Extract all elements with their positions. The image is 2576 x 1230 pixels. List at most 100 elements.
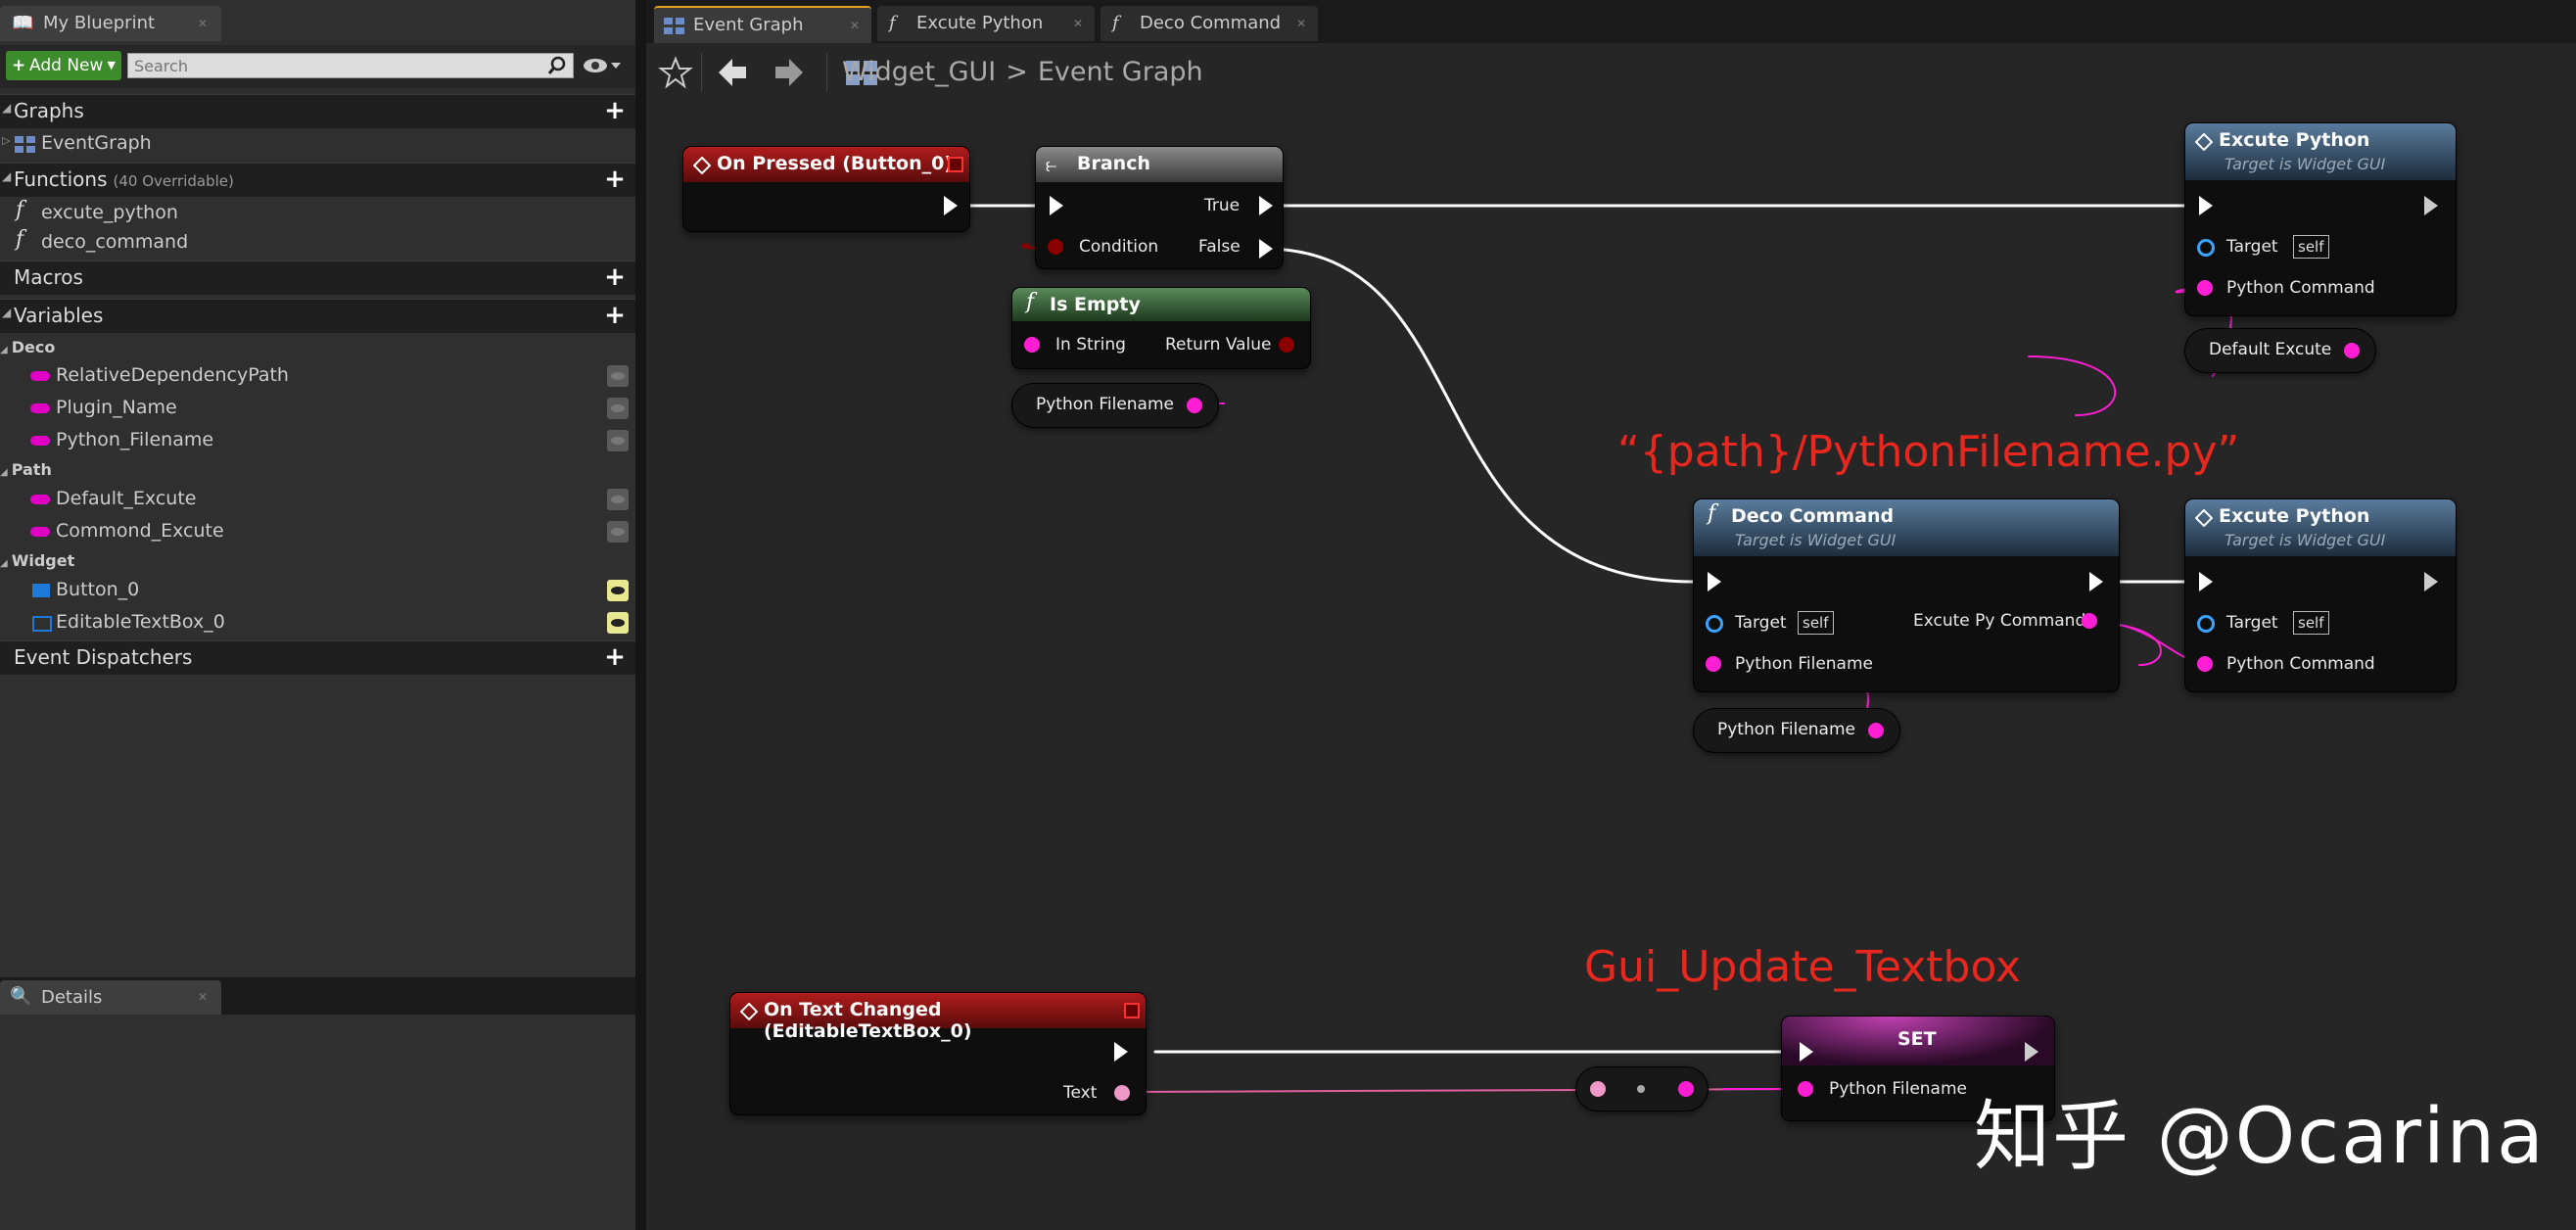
close-icon[interactable]: ✕ bbox=[1295, 17, 1306, 30]
my-blueprint-tab[interactable]: 📖 My Blueprint ✕ bbox=[0, 6, 221, 41]
eye-visibility-icon[interactable] bbox=[607, 521, 629, 543]
output-pin[interactable] bbox=[1187, 398, 1202, 413]
output-pin[interactable] bbox=[1868, 723, 1884, 738]
is-empty-node[interactable]: f Is Empty In String Return Value bbox=[1012, 288, 1310, 368]
add-graph-button[interactable]: + bbox=[604, 96, 626, 125]
category-macros[interactable]: Macros + bbox=[0, 260, 635, 295]
category-event-dispatchers[interactable]: Event Dispatchers + bbox=[0, 640, 635, 675]
category-graphs[interactable]: ◢ Graphs + bbox=[0, 94, 635, 128]
list-item-variable[interactable]: Default_Excute bbox=[0, 484, 635, 515]
plus-icon: + bbox=[12, 56, 26, 75]
string-type-icon bbox=[30, 403, 50, 413]
list-item-function[interactable]: f deco_command bbox=[0, 227, 635, 259]
eye-visibility-icon[interactable] bbox=[607, 365, 629, 387]
output-pin[interactable] bbox=[2344, 343, 2360, 358]
list-item-eventgraph[interactable]: ▷ EventGraph bbox=[0, 128, 635, 160]
exec-in-pin[interactable] bbox=[1050, 196, 1063, 215]
node-header bbox=[1694, 499, 2119, 556]
collapse-arrow-icon: ◢ bbox=[0, 558, 8, 569]
conversion-node[interactable] bbox=[1576, 1067, 1708, 1111]
close-icon[interactable]: ✕ bbox=[849, 19, 860, 32]
eye-visibility-icon[interactable] bbox=[607, 612, 629, 634]
tab-event-graph[interactable]: Event Graph ✕ bbox=[654, 6, 871, 43]
excute-python-node[interactable]: Excute Python Target is Widget GUI Targe… bbox=[2185, 499, 2456, 691]
excute-python-node[interactable]: Excute Python Target is Widget GUI Targe… bbox=[2185, 123, 2456, 315]
back-arrow-icon[interactable] bbox=[715, 55, 750, 90]
on-pressed-event-node[interactable]: On Pressed (Button_0) bbox=[683, 147, 969, 231]
exec-out-pin[interactable] bbox=[2424, 196, 2438, 215]
list-item-variable[interactable]: Commond_Excute bbox=[0, 516, 635, 547]
chevron-down-icon: ▼ bbox=[107, 59, 116, 71]
exec-out-pin[interactable] bbox=[2424, 572, 2438, 591]
eye-visibility-icon[interactable] bbox=[607, 398, 629, 419]
excute-py-command-pin[interactable] bbox=[2082, 613, 2097, 629]
condition-pin[interactable] bbox=[1048, 239, 1063, 255]
add-dispatcher-button[interactable]: + bbox=[604, 642, 626, 672]
forward-arrow-icon[interactable] bbox=[772, 55, 807, 90]
event-graph-canvas[interactable]: On Pressed (Button_0) ⥼ Branch True Cond… bbox=[646, 102, 2576, 1230]
search-icon[interactable] bbox=[546, 55, 568, 76]
details-tab[interactable]: 🔍 Details ✕ bbox=[0, 980, 221, 1015]
add-new-button[interactable]: + Add New ▼ bbox=[6, 51, 121, 80]
in-string-pin[interactable] bbox=[1024, 337, 1040, 353]
deco-command-node[interactable]: f Deco Command Target is Widget GUI Targ… bbox=[1694, 499, 2119, 691]
list-item-function[interactable]: f excute_python bbox=[0, 198, 635, 229]
exec-in-pin[interactable] bbox=[2199, 572, 2213, 591]
branch-node[interactable]: ⥼ Branch True Condition False bbox=[1036, 147, 1283, 268]
python-command-pin[interactable] bbox=[2197, 280, 2213, 296]
category-functions[interactable]: ◢ Functions(40 Overridable) + bbox=[0, 163, 635, 197]
exec-in-pin[interactable] bbox=[2199, 196, 2213, 215]
python-filename-pin[interactable] bbox=[1706, 656, 1721, 672]
close-icon[interactable]: ✕ bbox=[1072, 17, 1083, 30]
exec-out-pin[interactable] bbox=[944, 196, 958, 215]
exec-in-pin[interactable] bbox=[1800, 1042, 1813, 1062]
star-icon[interactable] bbox=[658, 55, 693, 90]
exec-false-pin[interactable] bbox=[1259, 239, 1273, 259]
eye-visibility-icon[interactable] bbox=[607, 430, 629, 451]
add-function-button[interactable]: + bbox=[604, 165, 626, 194]
node-title: On Pressed (Button_0) bbox=[717, 153, 954, 174]
tab-deco-command[interactable]: f Deco Command ✕ bbox=[1101, 6, 1318, 41]
return-value-pin[interactable] bbox=[1279, 337, 1294, 353]
add-variable-button[interactable]: + bbox=[604, 301, 626, 330]
python-filename-getter-node[interactable]: Python Filename bbox=[1694, 709, 1899, 752]
eye-visibility-icon[interactable] bbox=[607, 580, 629, 601]
on-text-changed-event-node[interactable]: On Text Changed (EditableTextBox_0) Text bbox=[730, 993, 1146, 1114]
input-pin[interactable] bbox=[1590, 1081, 1606, 1097]
close-icon[interactable]: ✕ bbox=[197, 17, 208, 30]
exec-out-pin[interactable] bbox=[2089, 572, 2103, 591]
text-pin[interactable] bbox=[1114, 1085, 1130, 1101]
tab-excute-python[interactable]: f Excute Python ✕ bbox=[877, 6, 1095, 41]
delegate-pin-icon[interactable] bbox=[948, 157, 963, 172]
target-pin[interactable] bbox=[2197, 239, 2215, 257]
variable-group-deco[interactable]: ◢Deco bbox=[0, 338, 55, 356]
exec-out-pin[interactable] bbox=[2025, 1042, 2038, 1062]
variable-group-widget[interactable]: ◢Widget bbox=[0, 551, 74, 570]
add-macro-button[interactable]: + bbox=[604, 262, 626, 292]
close-icon[interactable]: ✕ bbox=[197, 990, 208, 1004]
list-item-variable[interactable]: Plugin_Name bbox=[0, 393, 635, 424]
node-title: Excute Python bbox=[2219, 505, 2370, 527]
list-item-variable[interactable]: EditableTextBox_0 bbox=[0, 607, 635, 639]
default-excute-getter-node[interactable]: Default Excute bbox=[2185, 329, 2375, 372]
list-item-variable[interactable]: Button_0 bbox=[0, 575, 635, 606]
delegate-pin-icon[interactable] bbox=[1124, 1003, 1140, 1018]
eye-visibility-icon[interactable] bbox=[607, 489, 629, 510]
variable-group-path[interactable]: ◢Path bbox=[0, 460, 52, 479]
target-pin[interactable] bbox=[2197, 615, 2215, 633]
target-pin[interactable] bbox=[1706, 615, 1723, 633]
python-filename-pin[interactable] bbox=[1798, 1081, 1813, 1097]
python-filename-getter-node[interactable]: Python Filename bbox=[1012, 384, 1218, 427]
exec-in-pin[interactable] bbox=[1708, 572, 1721, 591]
set-variable-node[interactable]: SET Python Filename bbox=[1782, 1017, 2054, 1120]
breadcrumb-root[interactable]: Widget_GUI bbox=[842, 57, 997, 87]
category-variables[interactable]: ◢ Variables + bbox=[0, 299, 635, 333]
exec-true-pin[interactable] bbox=[1259, 196, 1273, 215]
list-item-variable[interactable]: RelativeDependencyPath bbox=[0, 360, 635, 392]
visibility-options-icon[interactable] bbox=[582, 55, 625, 76]
list-item-variable[interactable]: Python_Filename bbox=[0, 425, 635, 456]
output-pin[interactable] bbox=[1678, 1081, 1694, 1097]
python-command-pin[interactable] bbox=[2197, 656, 2213, 672]
search-input[interactable] bbox=[127, 53, 574, 78]
exec-out-pin[interactable] bbox=[1114, 1042, 1128, 1062]
